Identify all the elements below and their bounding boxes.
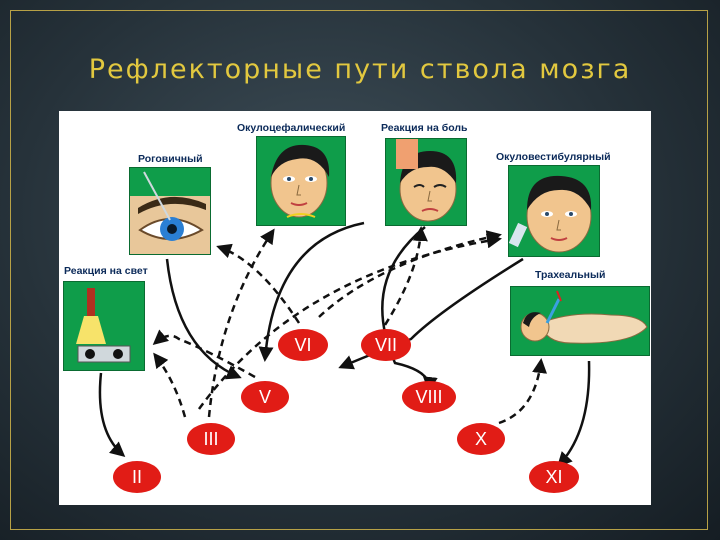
- arrow-light-to-ii: [98, 372, 126, 457]
- nerve-x: X: [457, 423, 505, 455]
- light-reaction-image: [63, 281, 145, 371]
- nerve-vii: VII: [361, 329, 411, 361]
- pain-reaction-image: [385, 138, 467, 226]
- oculovestibular-reflex-image: [508, 165, 600, 257]
- nerve-v: V: [241, 381, 289, 413]
- label-oculocephalic: Окулоцефалический: [237, 122, 346, 134]
- arrow-x-to-tracheal: [498, 358, 548, 425]
- nerve-iii: III: [187, 423, 235, 455]
- arrow-iii-to-oculocephalic: [207, 228, 275, 418]
- arrow-tracheal-to-xi: [556, 360, 591, 468]
- arrow-oculovestibular-to-vii: [338, 257, 524, 370]
- nerve-ii: II: [113, 461, 161, 493]
- corneal-reflex-image: [129, 167, 211, 255]
- arrow-vii-to-pain: [383, 226, 428, 326]
- nerve-vi: VI: [278, 329, 328, 361]
- eye-icon: [130, 171, 210, 254]
- arrow-iii-to-light: [153, 352, 187, 418]
- tracheal-reflex-image: [510, 286, 650, 356]
- oculocephalic-reflex-image: [256, 136, 346, 226]
- label-light: Реакция на свет: [64, 265, 148, 277]
- flashlight-icon: [76, 288, 131, 363]
- nerve-viii: VIII: [402, 381, 456, 413]
- arrow-corneal-to-v: [165, 258, 242, 380]
- arrow-vi-to-oculovestibular: [318, 230, 502, 318]
- label-corneal: Роговичный: [138, 153, 203, 165]
- arrow-iii-to-oculovestibular: [197, 233, 502, 410]
- slide-title: Рефлекторные пути ствола мозга: [88, 54, 632, 85]
- reflex-pathway-arrows: [98, 221, 591, 468]
- arrow-v-to-corneal: [152, 329, 256, 379]
- label-oculovestibular: Окуловестибулярный: [496, 151, 611, 163]
- diagram-panel: Роговичный Окулоцефалический Реакция на …: [59, 111, 651, 505]
- face-icon: [270, 144, 330, 218]
- label-tracheal: Трахеальный: [535, 269, 606, 281]
- pain-face-icon: [396, 139, 457, 222]
- arrow-vi-to-corneal: [216, 243, 301, 324]
- patient-intubated-icon: [520, 290, 648, 344]
- nerve-xi: XI: [529, 461, 579, 493]
- arrow-pain-to-viii: [381, 226, 438, 392]
- label-pain: Реакция на боль: [381, 122, 468, 134]
- slide-frame: [10, 10, 708, 530]
- head-tilt-icon: [509, 175, 592, 253]
- arrow-oculocephalic-to-v: [258, 221, 365, 362]
